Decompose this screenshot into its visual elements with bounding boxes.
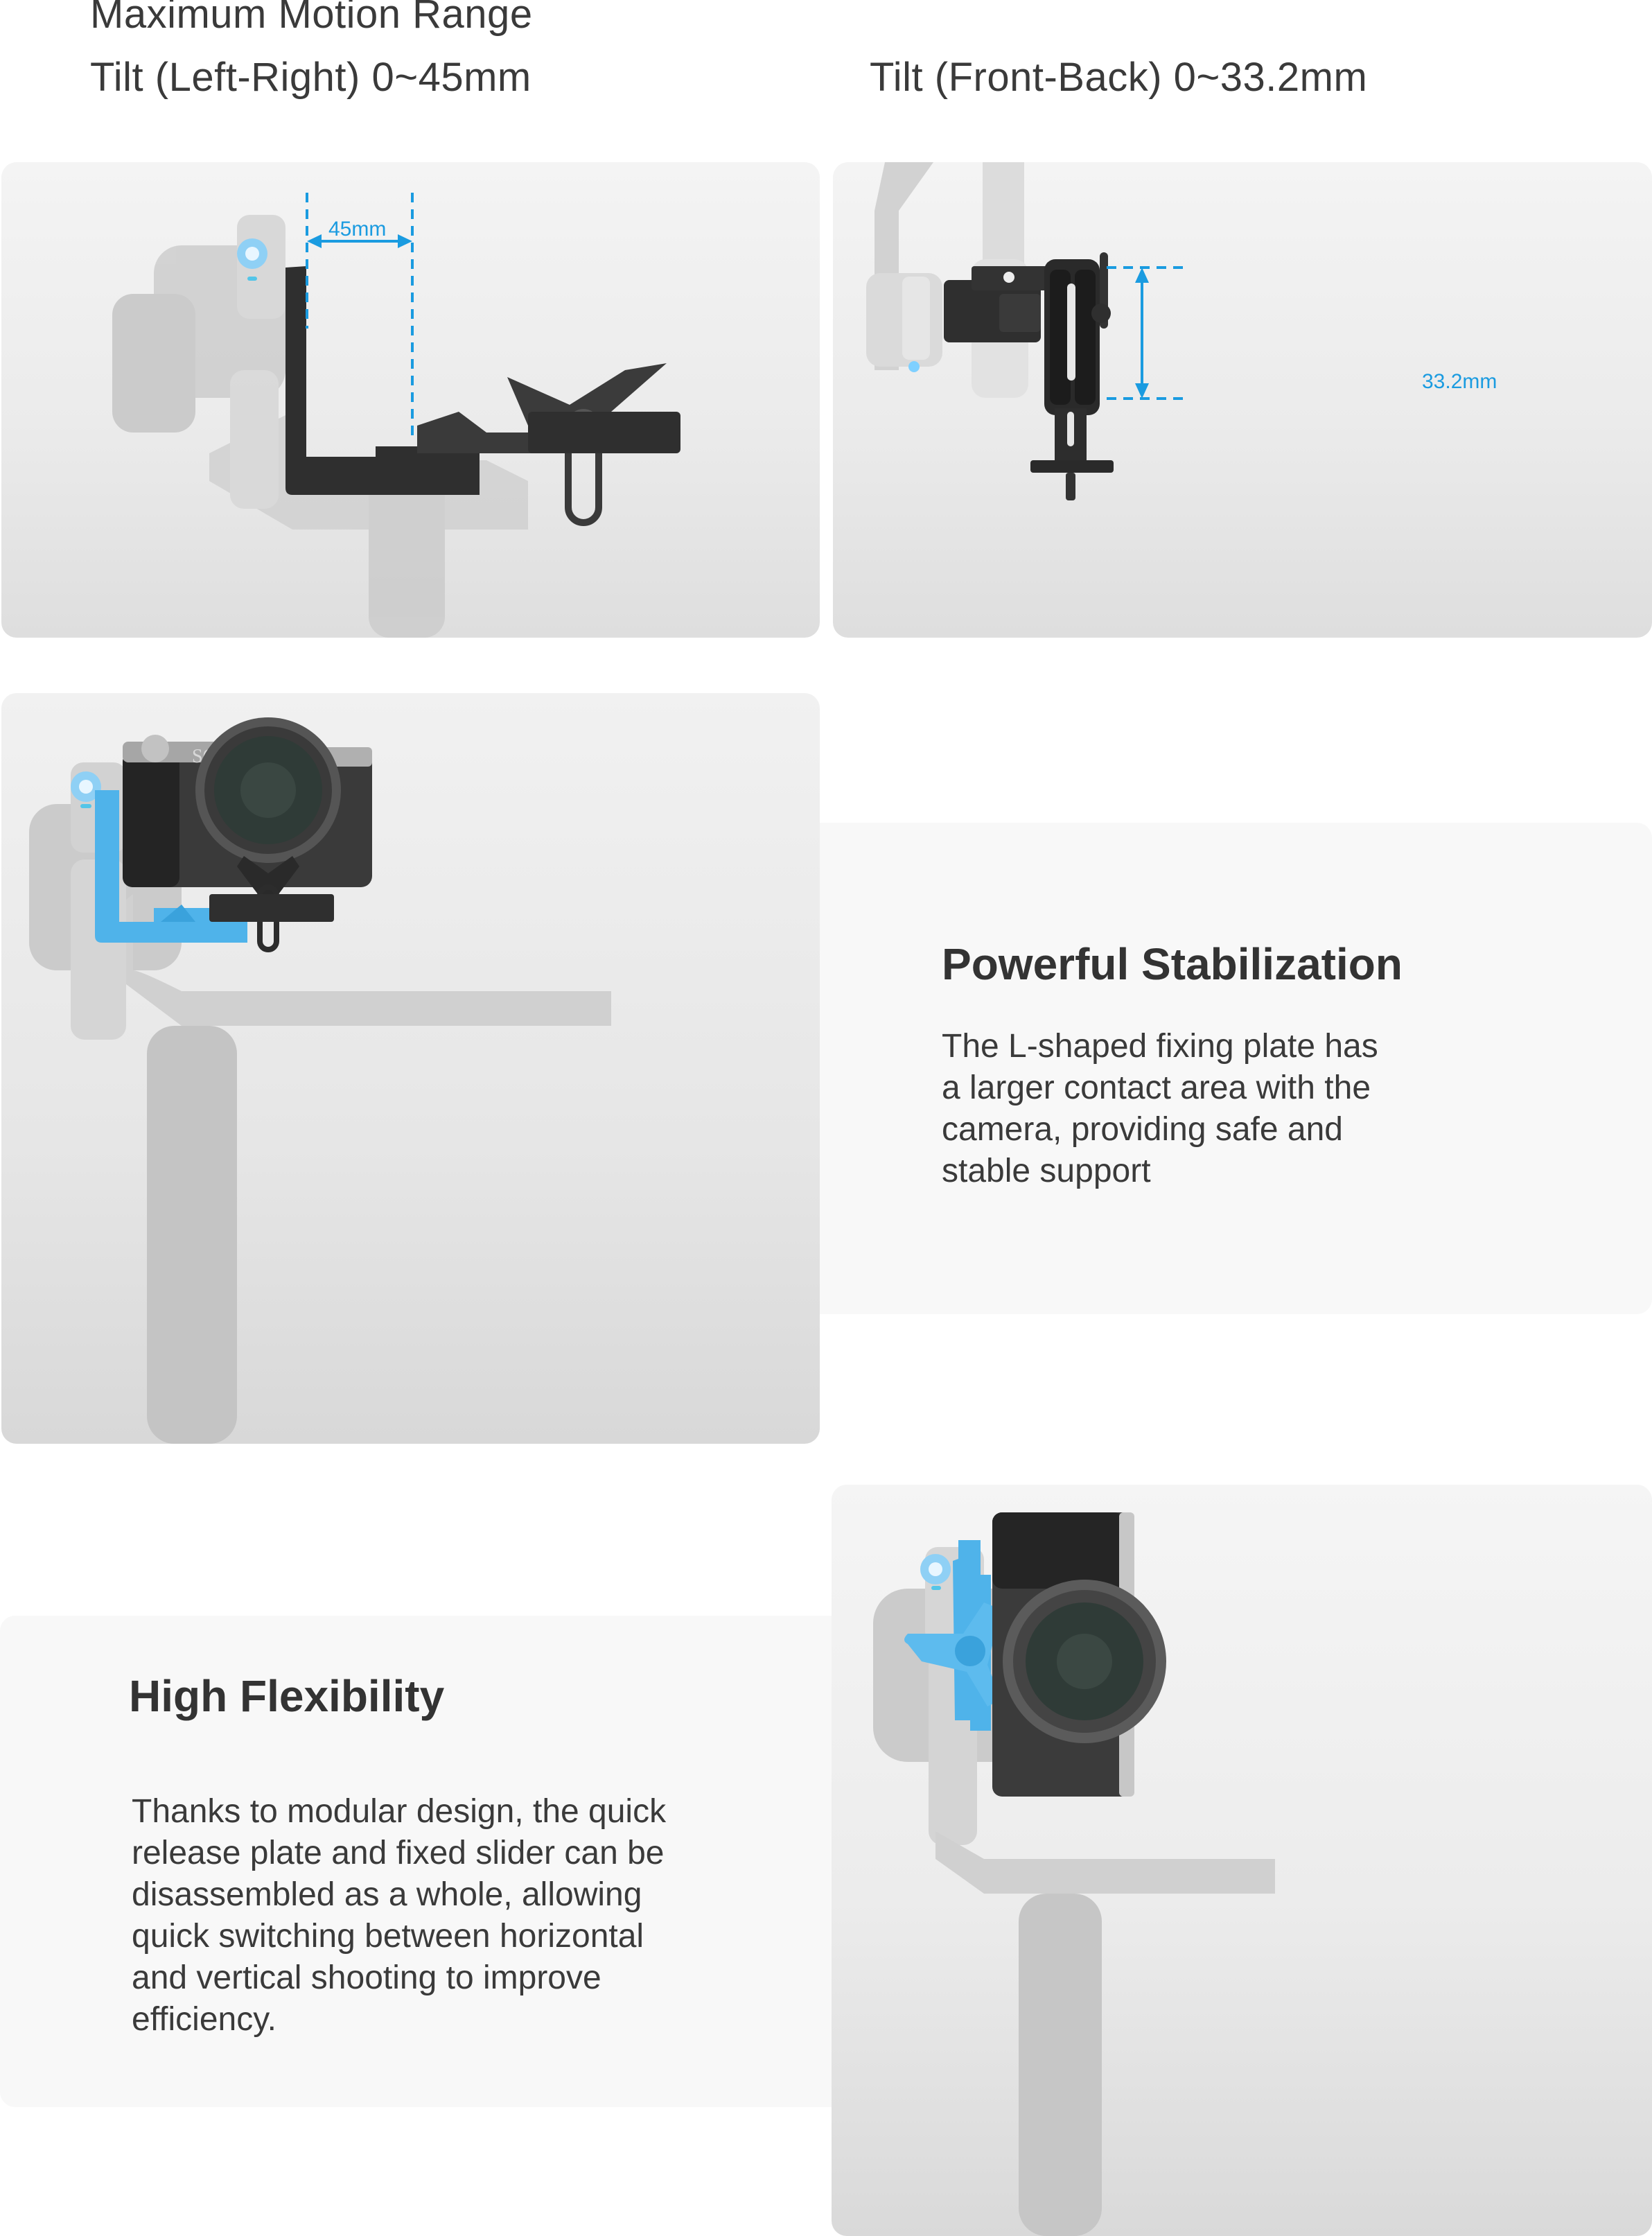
feature-description: The L-shaped fixing plate has a larger c… — [942, 1026, 1378, 1192]
camera-gimbal-horizontal-illustration: SO — [29, 717, 611, 1444]
dimension-label-45mm: 45mm — [328, 218, 387, 241]
camera-horizontal-image: SO — [1, 693, 820, 1444]
description-line: disassembled as a whole, allowing — [132, 1876, 642, 1913]
tilt-left-right-label: Tilt (Left-Right) 0~45mm — [90, 55, 531, 100]
feature-heading: High Flexibility — [129, 1671, 445, 1721]
feature-card-stabilization: Powerful Stabilization The L-shaped fixi… — [820, 823, 1652, 1314]
camera-gimbal-vertical-illustration — [873, 1512, 1275, 2236]
feature-description: Thanks to modular design, the quick rele… — [132, 1791, 666, 2041]
description-line: The L-shaped fixing plate has — [942, 1028, 1378, 1065]
feature-heading: Powerful Stabilization — [942, 939, 1403, 989]
dimension-label-33-2mm: 33.2mm — [1422, 370, 1497, 393]
gimbal-l-bracket-illustration — [112, 193, 680, 638]
feature-card-flexibility: High Flexibility Thanks to modular desig… — [0, 1616, 832, 2107]
description-line: camera, providing safe and — [942, 1111, 1343, 1148]
tilt-left-right-image: 45mm — [1, 162, 820, 638]
tilt-front-back-image: 33.2mm — [833, 162, 1652, 638]
tilt-front-back-label: Tilt (Front-Back) 0~33.2mm — [870, 55, 1368, 100]
description-line: release plate and fixed slider can be — [132, 1835, 665, 1871]
description-line: quick switching between horizontal — [132, 1918, 644, 1955]
camera-vertical-image — [832, 1485, 1652, 2236]
description-line: Thanks to modular design, the quick — [132, 1793, 667, 1830]
gimbal-vertical-plate-illustration — [866, 162, 1186, 500]
description-line: efficiency. — [132, 2001, 276, 2038]
description-line: a larger contact area with the — [942, 1069, 1371, 1106]
section-title: Maximum Motion Range — [90, 0, 533, 37]
description-line: and vertical shooting to improve — [132, 1959, 601, 1996]
description-line: stable support — [942, 1153, 1151, 1189]
